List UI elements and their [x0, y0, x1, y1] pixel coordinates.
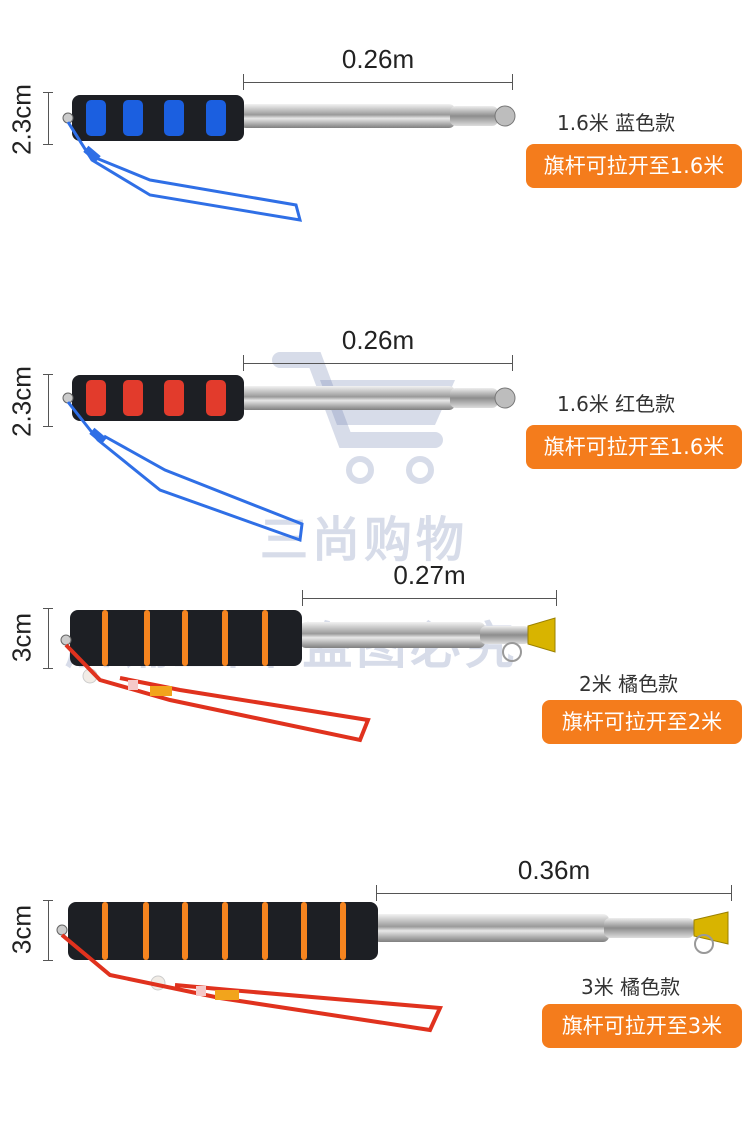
- rod-tip: [480, 626, 530, 644]
- lanyard-icon: [62, 392, 304, 543]
- model-label: 1.6米 蓝色款: [557, 111, 676, 135]
- foam-grip: [68, 902, 378, 960]
- extend-length-badge: 旗杆可拉开至1.6米: [526, 144, 742, 188]
- telescopic-rod: [240, 104, 455, 128]
- diameter-dimension: 3cm: [0, 898, 60, 962]
- telescopic-rod: [300, 622, 485, 648]
- extend-length-badge: 旗杆可拉开至2米: [542, 700, 742, 744]
- diameter-dimension: 2.3cm: [0, 84, 60, 155]
- foam-grip: [72, 375, 244, 421]
- lanyard-icon: [62, 112, 303, 222]
- gold-finial-icon: [502, 617, 556, 662]
- diameter-dimension: 2.3cm: [0, 366, 60, 437]
- length-dimension: 0.26m: [243, 44, 513, 94]
- diameter-dimension: 3cm: [0, 606, 60, 670]
- length-dimension: 0.36m: [376, 855, 732, 905]
- model-label: 3米 橘色款: [581, 975, 681, 999]
- lanyard-icon: [60, 634, 371, 743]
- gold-finial-icon: [693, 911, 729, 954]
- length-dimension: 0.26m: [243, 325, 513, 375]
- length-label: 0.27m: [393, 560, 466, 590]
- length-label: 0.26m: [341, 325, 415, 355]
- rod-tip: [604, 918, 694, 938]
- extend-length-badge: 旗杆可拉开至3米: [542, 1004, 742, 1048]
- foam-grip: [72, 95, 244, 141]
- rod-tip: [450, 388, 498, 408]
- foam-grip: [70, 610, 302, 666]
- lanyard-icon: [56, 924, 443, 1033]
- telescopic-rod: [374, 914, 609, 942]
- model-label: 2米 橘色款: [579, 672, 679, 696]
- model-label: 1.6米 红色款: [557, 392, 676, 416]
- rod-knob-icon: [494, 387, 516, 409]
- rod-tip: [450, 106, 498, 126]
- length-label: 0.36m: [517, 855, 591, 885]
- telescopic-rod: [240, 386, 455, 410]
- rod-knob-icon: [494, 105, 516, 127]
- length-label: 0.26m: [341, 44, 415, 74]
- length-dimension: 0.27m: [302, 560, 557, 610]
- extend-length-badge: 旗杆可拉开至1.6米: [526, 425, 742, 469]
